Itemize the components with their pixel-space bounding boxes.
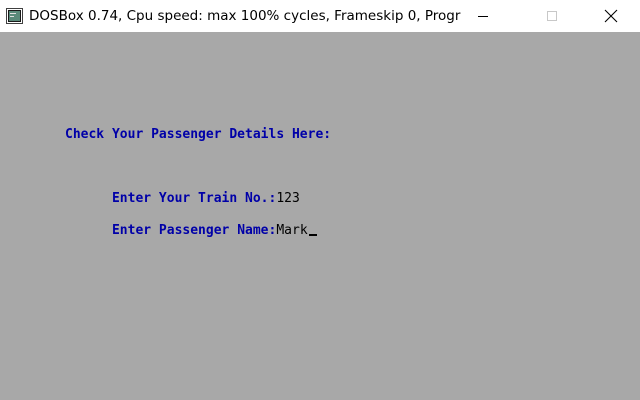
- maximize-button[interactable]: [529, 0, 575, 32]
- minimize-button[interactable]: [460, 0, 506, 32]
- text-cursor: [308, 234, 317, 236]
- train-number-line: Enter Your Train No.:123: [65, 175, 300, 223]
- train-number-prompt: Enter Your Train No.:: [111, 191, 277, 206]
- window-title: DOSBox 0.74, Cpu speed: max 100% cycles,…: [29, 8, 461, 24]
- passenger-name-line[interactable]: Enter Passenger Name:Mark: [65, 207, 317, 255]
- details-heading: Check Your Passenger Details Here:: [65, 127, 332, 142]
- close-icon: [604, 9, 618, 23]
- dosbox-app-icon[interactable]: [6, 8, 23, 24]
- maximize-icon: [547, 11, 557, 21]
- minimize-icon: [478, 16, 488, 17]
- passenger-name-input[interactable]: Mark: [276, 223, 308, 238]
- train-number-value: 123: [276, 191, 300, 206]
- dos-screen[interactable]: Check Your Passenger Details Here: Enter…: [0, 32, 640, 400]
- close-button[interactable]: [588, 0, 634, 32]
- title-bar[interactable]: DOSBox 0.74, Cpu speed: max 100% cycles,…: [0, 0, 640, 32]
- passenger-name-prompt: Enter Passenger Name:: [111, 223, 277, 238]
